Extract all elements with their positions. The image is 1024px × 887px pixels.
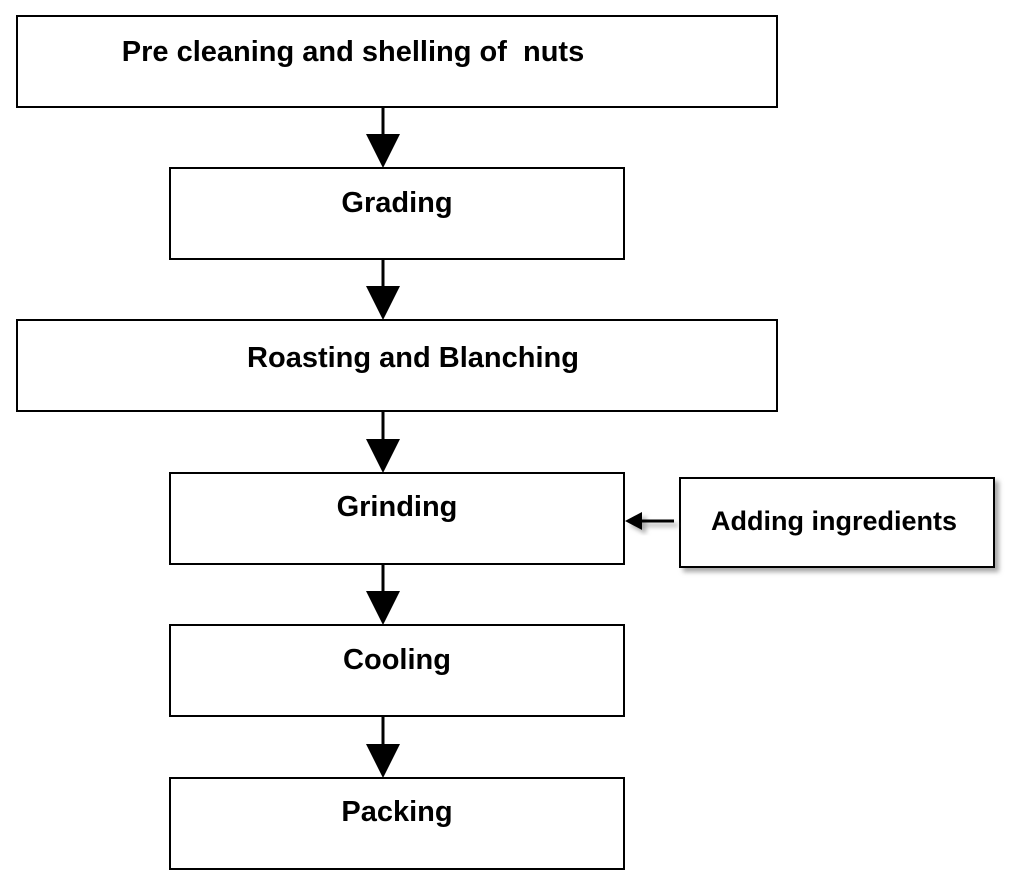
side-input-box [679, 477, 995, 568]
flow-arrow [366, 259, 400, 320]
step-label: Grinding [337, 491, 458, 523]
side-arrow [625, 512, 674, 530]
step-grinding: Grinding [169, 472, 625, 565]
step-roasting-blanching: Roasting and Blanching [16, 319, 778, 412]
flow-arrow [366, 564, 400, 625]
step-label: Grading [341, 187, 452, 219]
step-box [16, 319, 778, 412]
step-box [169, 624, 625, 717]
flow-arrow [366, 411, 400, 473]
step-label: Packing [341, 796, 452, 828]
step-box [16, 15, 778, 108]
side-input-label: Adding ingredients [711, 506, 957, 536]
flow-arrow [366, 716, 400, 778]
step-grading: Grading [169, 167, 625, 260]
step-packing: Packing [169, 777, 625, 870]
step-pre-cleaning: Pre cleaning and shelling of nuts [16, 15, 778, 108]
step-box [169, 167, 625, 260]
step-cooling: Cooling [169, 624, 625, 717]
step-label: Cooling [343, 644, 451, 676]
step-box [169, 472, 625, 565]
flow-arrow [366, 107, 400, 168]
step-label: Pre cleaning and shelling of nuts [122, 36, 584, 68]
step-box [169, 777, 625, 870]
step-label: Roasting and Blanching [247, 342, 579, 374]
side-input-adding-ingredients: Adding ingredients [679, 477, 995, 568]
